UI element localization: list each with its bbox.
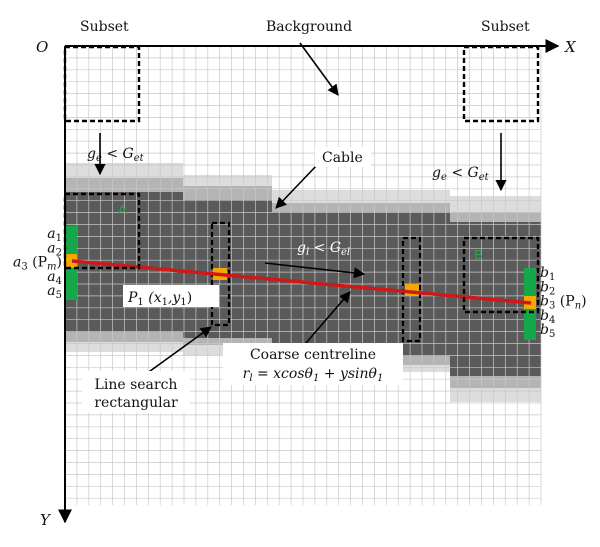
centreline-title: Coarse centreline (250, 347, 376, 363)
right-point-label-2: b2 (540, 279, 555, 297)
background-label: Background (266, 19, 352, 35)
condition-middle: gl < Gel (297, 240, 350, 258)
right-point-label-3: b3 (Pn) (540, 294, 587, 312)
left-green-pixels (65, 226, 77, 300)
subset-left-label: Subset (80, 19, 129, 35)
line-search-arrow (145, 326, 212, 375)
left-point-label-3: a3 (Pm) (13, 255, 62, 273)
line-search-label-line1: Line search (95, 377, 178, 393)
cable-label: Cable (322, 150, 363, 166)
background-arrow (299, 42, 339, 96)
line-search-label-line2: rectangular (94, 395, 178, 411)
region-b-box (462, 236, 540, 314)
left-point-label-2: a2 (47, 240, 62, 258)
line-search-rect-2 (401, 236, 422, 343)
origin-label: O (36, 38, 48, 56)
condition-left: ge < Get (87, 146, 145, 164)
right-point-label-1: b1 (540, 265, 555, 283)
region-b-label: B (474, 247, 483, 262)
right-point-label-5: b5 (540, 322, 555, 340)
left-point-label-4: a4 (47, 269, 62, 287)
pixel-grid (64, 45, 542, 505)
left-point-label-5: a5 (47, 283, 62, 301)
centreline-equation: rl = xcosθ1 + ysinθ1 (243, 366, 384, 384)
centreline-arrow (305, 291, 351, 344)
p1-label-bg (123, 285, 219, 307)
centreline-label-bg (223, 343, 403, 385)
right-point-label-4: b4 (540, 308, 555, 326)
left-point-label-1: a1 (47, 226, 62, 244)
y-axis-label: Y (40, 511, 52, 529)
cable-arrow (275, 163, 319, 209)
gradient-arrow (264, 262, 366, 279)
cable-label-bg (315, 147, 371, 167)
line-search-label-bg (82, 371, 190, 413)
subset-right-label: Subset (481, 19, 530, 35)
left-start-orange-pixel (65, 254, 77, 268)
x-axis-label: X (564, 38, 577, 56)
region-a-label: A (118, 202, 127, 217)
condition-right: ge < Get (432, 165, 490, 183)
coarse-centreline (71, 259, 532, 305)
p1-label: P1 (x1,y1) (127, 290, 192, 308)
